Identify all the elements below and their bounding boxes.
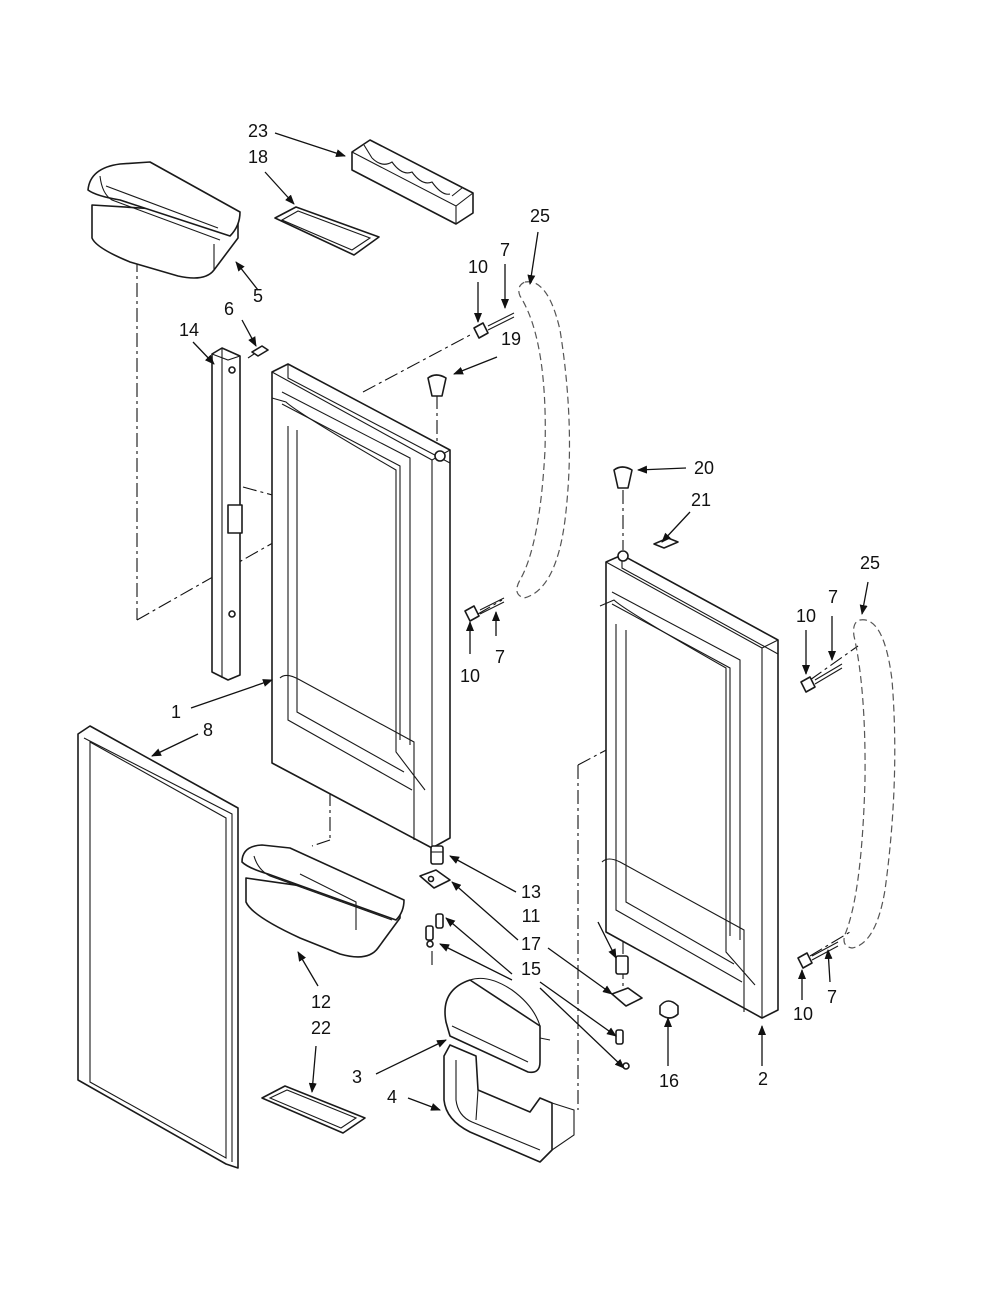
callout-18: 18 xyxy=(248,147,268,167)
callout-21: 21 xyxy=(691,490,711,510)
callout-1: 1 xyxy=(171,702,181,722)
fastener-lower-right xyxy=(797,941,839,969)
callout-25-left: 25 xyxy=(530,206,550,226)
dairy-bin-part-4 xyxy=(443,1044,575,1163)
callout-7-upper-left: 7 xyxy=(500,240,510,260)
left-handle-part-25 xyxy=(516,281,571,599)
screw-part-6 xyxy=(247,345,269,359)
right-handle-part-25 xyxy=(843,619,896,949)
callout-8: 8 xyxy=(203,720,213,740)
callout-3: 3 xyxy=(352,1067,362,1087)
right-door-part-2 xyxy=(599,550,779,1019)
ice-tray-part-23 xyxy=(351,139,474,225)
callout-10-lower-left: 10 xyxy=(460,666,480,686)
callout-12: 12 xyxy=(311,992,331,1012)
hinge-cap-part-20 xyxy=(613,466,633,489)
leader-lines xyxy=(151,132,869,1111)
callout-13: 13 xyxy=(521,882,541,902)
hinge-screws-part-15 xyxy=(425,913,444,948)
dairy-lid-part-3 xyxy=(444,977,551,1074)
fastener-upper-right xyxy=(800,663,843,693)
callout-19: 19 xyxy=(501,329,521,349)
hinge-bracket-part-17 xyxy=(419,869,451,889)
callout-10-upper-left: 10 xyxy=(468,257,488,277)
hinge-screws-right-15 xyxy=(615,1029,630,1070)
callout-10-upper-right: 10 xyxy=(796,606,816,626)
small-shelf-part-18 xyxy=(274,206,380,256)
callout-15: 15 xyxy=(521,959,541,979)
callout-7-upper-right: 7 xyxy=(828,587,838,607)
callout-7-lower-right: 7 xyxy=(827,987,837,1007)
hinge-pin-part-13 xyxy=(430,845,444,865)
hinge-cap-part-19 xyxy=(427,374,447,397)
fastener-upper-left xyxy=(473,312,515,339)
label-part-21 xyxy=(653,537,679,549)
small-shelf-part-22 xyxy=(261,1085,366,1134)
callout-16: 16 xyxy=(659,1071,679,1091)
door-gasket-part-8 xyxy=(77,725,239,1169)
callout-4: 4 xyxy=(387,1087,397,1107)
callout-10-lower-right: 10 xyxy=(793,1004,813,1024)
callout-6: 6 xyxy=(224,299,234,319)
callout-11: 11 xyxy=(522,906,541,926)
door-bin-part-12 xyxy=(241,844,405,958)
callout-labels: 23 18 25 10 7 5 6 14 19 20 21 25 10 7 7 … xyxy=(171,121,880,1107)
door-bin-part-5 xyxy=(87,161,241,279)
hinge-bar-part-14 xyxy=(211,347,243,681)
callout-14: 14 xyxy=(179,320,199,340)
callout-17: 17 xyxy=(521,934,541,954)
hinge-bracket-right-17 xyxy=(611,987,643,1007)
callout-2: 2 xyxy=(758,1069,768,1089)
callout-5: 5 xyxy=(253,286,263,306)
callout-7-lower-left: 7 xyxy=(495,647,505,667)
hinge-pin-part-11 xyxy=(615,955,629,975)
callout-20: 20 xyxy=(694,458,714,478)
left-door-part-1 xyxy=(271,363,451,849)
fastener-lower-left xyxy=(464,597,505,622)
cap-part-16 xyxy=(659,1000,679,1019)
callout-25-right: 25 xyxy=(860,553,880,573)
callout-23: 23 xyxy=(248,121,268,141)
callout-22: 22 xyxy=(311,1018,331,1038)
